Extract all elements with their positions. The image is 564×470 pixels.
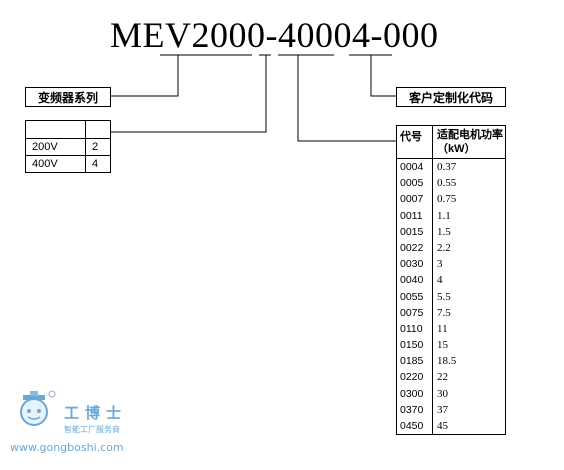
table-row-code: 0300 xyxy=(400,387,424,400)
table-row-code: 0220 xyxy=(400,371,424,384)
power-column: 0.37 0.55 0.75 1.1 1.5 2.2 3 4 5.5 7.5 11 15 18.5 22 3… xyxy=(433,159,505,434)
table-row-code: 0450 xyxy=(400,420,424,432)
table-row-code: 0004 xyxy=(400,161,424,173)
table-row: 200V 2 xyxy=(25,138,111,156)
table-row-power: 5.5 xyxy=(437,290,451,303)
mascot-logo xyxy=(20,390,56,426)
table-row-code: 0185 xyxy=(400,355,424,368)
table-row-power: 7.5 xyxy=(437,306,451,319)
model-code: MEV2000-40004-000 xyxy=(110,15,439,55)
voltage-header-cell xyxy=(25,120,86,139)
code-column-header: 代号 xyxy=(397,126,433,158)
table-row-code: 0015 xyxy=(400,225,424,238)
watermark-tagline: 智能工厂服务商 xyxy=(64,425,120,434)
table-row-power: 0.37 xyxy=(437,161,457,173)
table-row-power: 22 xyxy=(437,371,448,384)
voltage-cell: 400V xyxy=(25,155,86,173)
table-row-power: 4 xyxy=(437,274,443,287)
table-row-code: 0007 xyxy=(400,193,424,206)
table-row-code: 0005 xyxy=(400,177,424,190)
table-row-power: 37 xyxy=(437,403,448,416)
table-row-power: 0.75 xyxy=(437,193,457,206)
table-row-power: 18.5 xyxy=(437,355,457,368)
table-row-code: 0075 xyxy=(400,306,424,319)
table-row-code: 0055 xyxy=(400,290,424,303)
table-row-code: 0022 xyxy=(400,241,424,254)
power-column-header: 适配电机功率（kW） xyxy=(437,129,503,155)
table-row: 400V 4 xyxy=(25,155,111,173)
watermark-brand: 工博士 xyxy=(64,404,128,422)
code-cell: 4 xyxy=(85,155,111,173)
power-table-body: 0004 0005 0007 0011 0015 0022 0030 0040 0055 0075… xyxy=(397,159,505,435)
connector-series xyxy=(110,55,179,97)
connector-power xyxy=(297,55,396,142)
watermark: 工博士 智能工厂服务商 www.gongboshi.com xyxy=(8,390,168,460)
table-row-code: 0370 xyxy=(400,403,424,416)
table-row-code: 0150 xyxy=(400,339,424,352)
table-row-power: 2.2 xyxy=(437,241,451,254)
voltage-table-header xyxy=(25,120,111,139)
voltage-table: 200V 2 400V 4 xyxy=(25,120,111,173)
power-table-header: 代号 适配电机功率（kW） xyxy=(397,126,505,159)
code-header-cell xyxy=(85,120,111,139)
table-row-power: 45 xyxy=(437,420,448,432)
table-row-power: 3 xyxy=(437,258,443,271)
table-row-power: 1.1 xyxy=(437,209,451,222)
table-row-power: 15 xyxy=(437,339,448,352)
connector-custom xyxy=(370,55,396,97)
table-row-code: 0110 xyxy=(400,322,423,335)
table-row-code: 0040 xyxy=(400,274,424,287)
table-row-code: 0011 xyxy=(400,209,423,222)
table-row-power: 30 xyxy=(437,387,448,400)
series-label: 变频器系列 xyxy=(25,87,111,107)
table-row-code: 0030 xyxy=(400,258,424,271)
code-cell: 2 xyxy=(85,138,111,156)
voltage-cell: 200V xyxy=(25,138,86,156)
table-row-power: 11 xyxy=(437,322,448,335)
table-row-power: 1.5 xyxy=(437,225,451,238)
watermark-url: www.gongboshi.com xyxy=(10,441,124,454)
custom-code-label: 客户定制化代码 xyxy=(396,87,506,107)
code-column: 0004 0005 0007 0011 0015 0022 0030 0040 0055 0075… xyxy=(397,159,433,435)
table-row-power: 0.55 xyxy=(437,177,457,190)
connector-voltage xyxy=(110,55,267,133)
